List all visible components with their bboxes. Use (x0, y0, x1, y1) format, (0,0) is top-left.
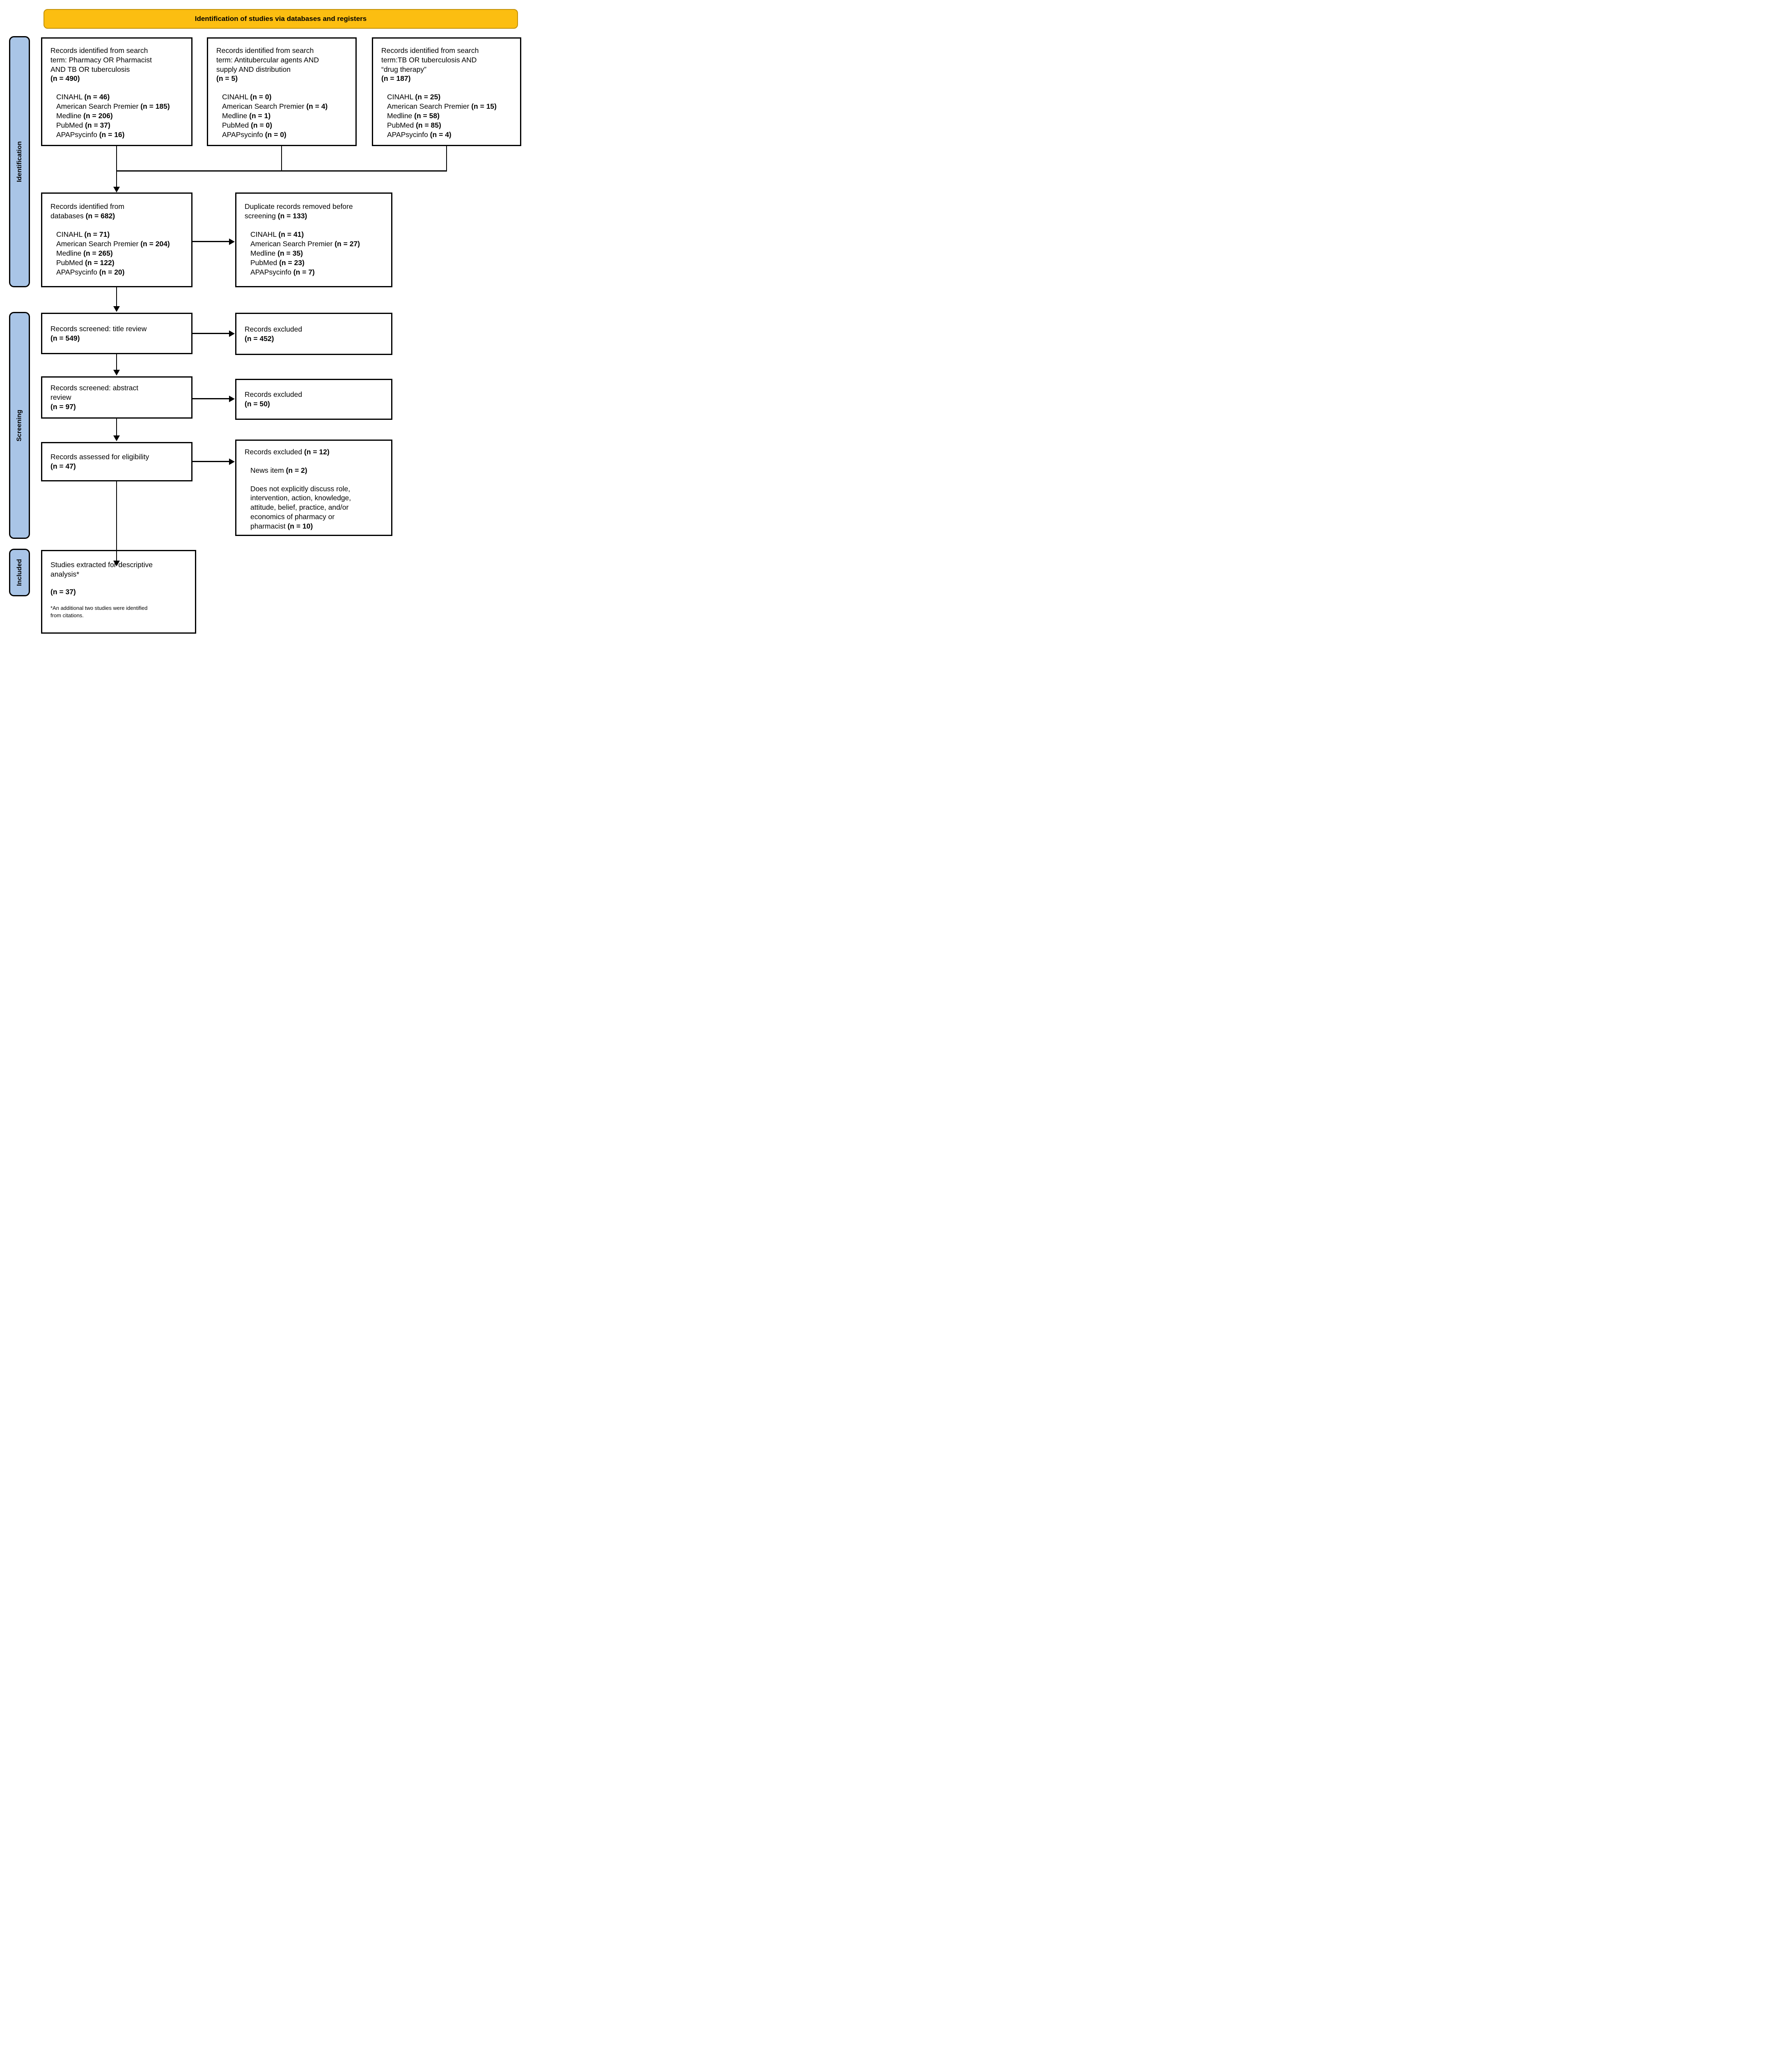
stage-screening-label: Screening (16, 409, 23, 442)
box-excluded-title: Records excluded (n = 452) (235, 313, 392, 355)
box-search-term-1: Records identified from search term: Pha… (41, 37, 192, 146)
stage-identification: Identification (9, 36, 30, 287)
source-item: American Search Premier (n = 15) (387, 102, 497, 111)
banner-identification-of-studies: Identification of studies via databases … (44, 9, 518, 29)
arrow-title-to-excluded-head (229, 330, 235, 337)
box-search-term-3-count: (n = 187) (381, 74, 411, 83)
source-item: APAPsycinfo (n = 7) (250, 268, 315, 276)
box-records-identified-databases: Records identified from databases (n = 6… (41, 192, 192, 287)
source-item: Medline (n = 58) (387, 112, 440, 120)
source-item: Medline (n = 35) (250, 249, 303, 257)
exclusion-reason: News item (n = 2) (250, 466, 307, 474)
arrow-databases-to-title-shaft (116, 287, 117, 307)
box-title-review-text: Records screened: title review (50, 324, 147, 333)
source-item: American Search Premier (n = 185) (56, 102, 170, 111)
arrow-abstract-to-excluded-shaft (192, 398, 229, 399)
source-item: PubMed (n = 85) (387, 121, 441, 130)
box-title-review-count: (n = 549) (50, 334, 80, 342)
connector-search2-down (281, 146, 282, 171)
arrow-merge-to-databases-shaft (116, 171, 117, 188)
box-studies-extracted-text: Studies extracted for descriptive analys… (50, 561, 153, 578)
box-excluded-eligibility-text: Records excluded (n = 12) (245, 448, 330, 456)
arrow-title-to-excluded-shaft (192, 333, 229, 334)
box-excluded-eligibility-reasons: News item (n = 2) Does not explicitly dis… (250, 466, 386, 531)
source-item: PubMed (n = 0) (222, 121, 273, 130)
exclusion-reason: Does not explicitly discuss role, interv… (250, 484, 351, 530)
box-duplicates-removed: Duplicate records removed before screeni… (235, 192, 392, 287)
box-excluded-abstract-text: Records excluded (245, 390, 302, 399)
box-screened-title-review: Records screened: title review (n = 549) (41, 313, 192, 354)
box-excluded-title-count: (n = 452) (245, 334, 274, 343)
box-abstract-review-text: Records screened: abstract review (50, 384, 138, 402)
box-search-term-3: Records identified from search term:TB O… (372, 37, 521, 146)
source-item: Medline (n = 265) (56, 249, 113, 257)
arrow-eligibility-to-included-shaft (116, 481, 117, 561)
box-search-term-2-count: (n = 5) (216, 74, 238, 83)
source-item: Medline (n = 1) (222, 112, 271, 120)
box-abstract-review-count: (n = 97) (50, 402, 76, 411)
arrow-merge-to-databases-head (113, 187, 120, 192)
source-item: Medline (n = 206) (56, 112, 113, 120)
arrow-eligibility-to-included-head (113, 561, 120, 566)
box-search-term-2-text: Records identified from search term: Ant… (216, 46, 319, 73)
connector-search3-down (446, 146, 447, 171)
source-item: APAPsycinfo (n = 4) (387, 131, 451, 139)
box-search-term-1-count: (n = 490) (50, 74, 80, 83)
arrow-databases-to-duplicates-shaft (192, 241, 229, 242)
box-search-term-1-text: Records identified from search term: Pha… (50, 46, 152, 73)
arrow-abstract-to-excluded-head (229, 396, 235, 402)
box-excluded-abstract: Records excluded (n = 50) (235, 379, 392, 420)
box-duplicates-text: Duplicate records removed before screeni… (245, 202, 353, 220)
source-item: APAPsycinfo (n = 0) (222, 131, 286, 139)
source-item: APAPsycinfo (n = 20) (56, 268, 125, 276)
stage-included-label: Included (16, 559, 23, 586)
box-databases-text: Records identified from databases (n = 6… (50, 202, 124, 220)
source-item: PubMed (n = 37) (56, 121, 110, 130)
box-screened-abstract-review: Records screened: abstract review (n = 9… (41, 376, 192, 419)
source-item: American Search Premier (n = 204) (56, 239, 170, 248)
stage-screening: Screening (9, 312, 30, 539)
connector-merge-horizontal (116, 170, 447, 172)
box-search-term-3-text: Records identified from search term:TB O… (381, 46, 479, 73)
source-item: CINAHL (n = 71) (56, 230, 110, 238)
connector-search1-down (116, 146, 117, 171)
arrow-eligibility-to-excluded-shaft (192, 461, 229, 462)
banner-title: Identification of studies via databases … (195, 15, 367, 23)
box-search-term-3-sources: CINAHL (n = 25)American Search Premier (… (387, 92, 515, 140)
arrow-abstract-to-eligibility-head (113, 435, 120, 441)
source-item: American Search Premier (n = 4) (222, 102, 328, 111)
arrow-databases-to-title-head (113, 306, 120, 312)
box-eligibility-count: (n = 47) (50, 462, 76, 470)
arrow-abstract-to-eligibility-shaft (116, 419, 117, 436)
arrow-eligibility-to-excluded-head (229, 458, 235, 465)
stage-identification-label: Identification (16, 141, 23, 182)
source-item: American Search Premier (n = 27) (250, 239, 360, 248)
arrow-databases-to-duplicates-head (229, 238, 235, 245)
box-eligibility-text: Records assessed for eligibility (50, 453, 149, 461)
prisma-flow-diagram: Identification of studies via databases … (0, 0, 525, 644)
source-item: CINAHL (n = 0) (222, 93, 272, 101)
source-item: PubMed (n = 23) (250, 258, 305, 267)
box-databases-sources: CINAHL (n = 71)American Search Premier (… (56, 230, 186, 277)
source-item: PubMed (n = 122) (56, 258, 115, 267)
box-studies-extracted-count: (n = 37) (50, 587, 76, 596)
source-item: CINAHL (n = 41) (250, 230, 304, 238)
box-duplicates-sources: CINAHL (n = 41)American Search Premier (… (250, 230, 386, 277)
box-excluded-abstract-count: (n = 50) (245, 400, 270, 408)
box-search-term-2-sources: CINAHL (n = 0)American Search Premier (n… (222, 92, 351, 140)
stage-included: Included (9, 549, 30, 596)
source-item: APAPsycinfo (n = 16) (56, 131, 125, 139)
box-excluded-title-text: Records excluded (245, 325, 302, 333)
arrow-title-to-abstract-shaft (116, 354, 117, 371)
arrow-title-to-abstract-head (113, 370, 120, 376)
source-item: CINAHL (n = 46) (56, 93, 110, 101)
box-search-term-2: Records identified from search term: Ant… (207, 37, 357, 146)
box-search-term-1-sources: CINAHL (n = 46)American Search Premier (… (56, 92, 186, 140)
box-assessed-eligibility: Records assessed for eligibility (n = 47… (41, 442, 192, 481)
box-excluded-eligibility: Records excluded (n = 12) News item (n =… (235, 440, 392, 536)
box-studies-footnote: *An additional two studies were identifi… (50, 605, 148, 618)
source-item: CINAHL (n = 25) (387, 93, 441, 101)
